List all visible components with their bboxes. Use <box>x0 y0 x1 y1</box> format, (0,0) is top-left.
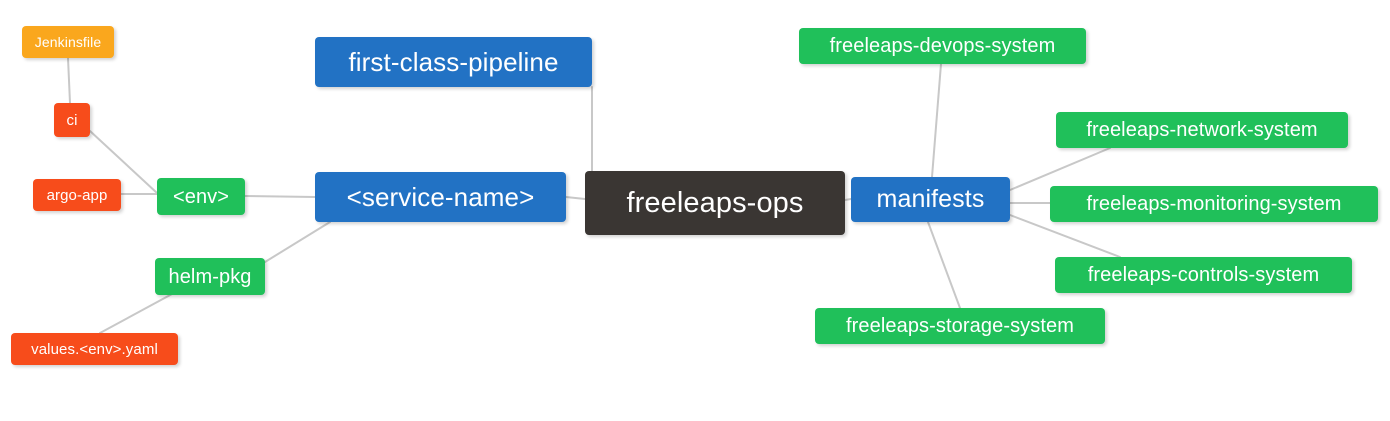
mindmap-node-first-class-pipeline[interactable]: first-class-pipeline <box>315 37 592 87</box>
mindmap-node-freeleaps-ops[interactable]: freeleaps-ops <box>585 171 845 235</box>
mindmap-node-service-name[interactable]: <service-name> <box>315 172 566 222</box>
edge-manifests-to-freeleaps-devops-system <box>931 63 942 178</box>
edge-service-name-to-env <box>244 195 316 198</box>
edge-manifests-to-freeleaps-network-system <box>1009 147 1111 191</box>
edge-manifests-to-freeleaps-storage-system <box>927 221 961 309</box>
edge-service-name-to-helm-pkg <box>264 221 331 263</box>
mindmap-node-values-env-yaml[interactable]: values.<env>.yaml <box>11 333 178 365</box>
edge-freeleaps-ops-to-service-name <box>565 196 586 200</box>
mindmap-node-env[interactable]: <env> <box>157 178 245 215</box>
mindmap-node-freeleaps-controls-system[interactable]: freeleaps-controls-system <box>1055 257 1352 293</box>
edge-ci-to-jenkinsfile <box>67 57 71 104</box>
mindmap-node-manifests[interactable]: manifests <box>851 177 1010 222</box>
mindmap-node-jenkinsfile[interactable]: Jenkinsfile <box>22 26 114 58</box>
mindmap-node-freeleaps-network-system[interactable]: freeleaps-network-system <box>1056 112 1348 148</box>
edge-helm-pkg-to-values-env-yaml <box>99 293 173 334</box>
mindmap-node-freeleaps-devops-system[interactable]: freeleaps-devops-system <box>799 28 1086 64</box>
mindmap-node-freeleaps-monitoring-system[interactable]: freeleaps-monitoring-system <box>1050 186 1378 222</box>
mindmap-node-helm-pkg[interactable]: helm-pkg <box>155 258 265 295</box>
mindmap-node-freeleaps-storage-system[interactable]: freeleaps-storage-system <box>815 308 1105 344</box>
mindmap-node-ci[interactable]: ci <box>54 103 90 137</box>
mindmap-node-argo-app[interactable]: argo-app <box>33 179 121 211</box>
